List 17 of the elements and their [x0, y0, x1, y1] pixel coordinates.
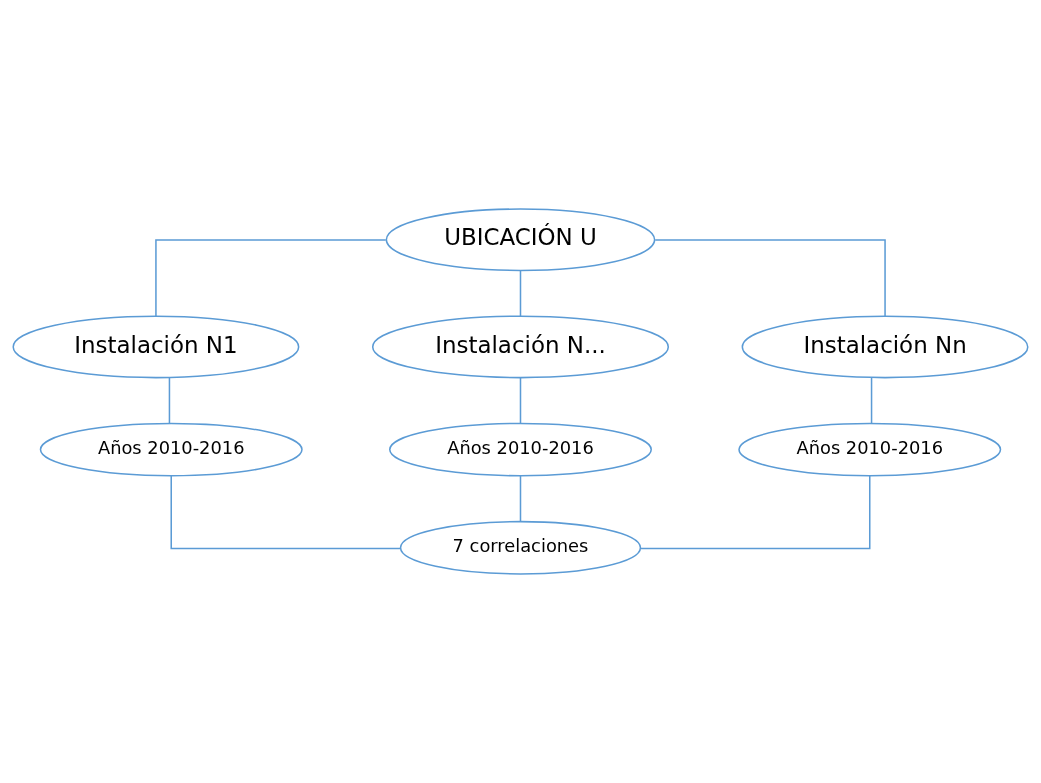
node-ellipse: 7 correlaciones [399, 520, 642, 575]
connector [639, 475, 871, 550]
node-ellipse: Instalación N1 [12, 315, 300, 379]
node-ellipse: UBICACIÓN U [385, 208, 656, 272]
node-ellipse: Años 2010-2016 [389, 422, 652, 477]
connector [870, 376, 873, 425]
node-ellipse: Instalación N... [371, 315, 670, 379]
node-ellipse: Instalación Nn [741, 315, 1029, 379]
connector [519, 269, 522, 317]
connector [170, 475, 402, 550]
connector [519, 376, 522, 425]
node-ellipse: Años 2010-2016 [738, 422, 1002, 477]
node-ellipse: Años 2010-2016 [39, 422, 303, 477]
connector [168, 376, 171, 425]
connector [654, 239, 886, 317]
connector [155, 239, 387, 317]
connector [519, 475, 522, 523]
